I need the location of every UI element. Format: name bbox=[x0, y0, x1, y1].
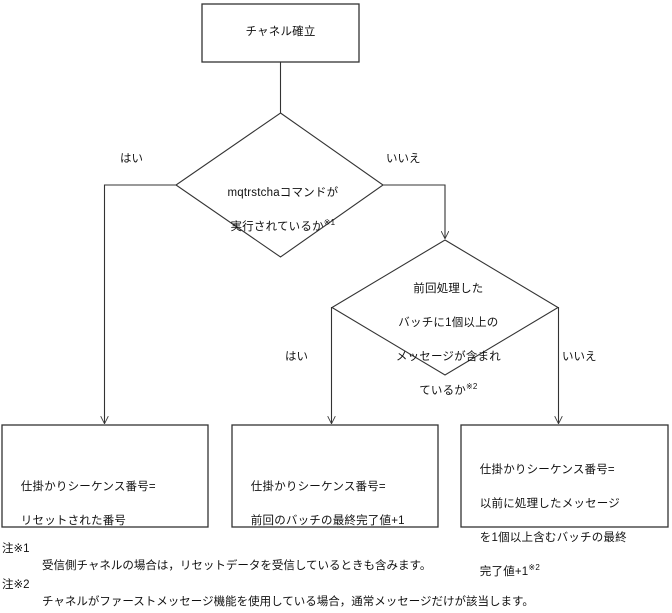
footnote-1-marker: 注※1 bbox=[2, 543, 30, 555]
decision-2-line-3: メッセージが含まれ bbox=[395, 351, 501, 363]
result-2-line-2: 前回のバッチの最終完了値+1 bbox=[250, 515, 405, 527]
decision-2-yes-label: はい bbox=[285, 351, 308, 363]
decision-2-label: 前回処理した バッチに1個以上の メッセージが含まれ ているか※2 bbox=[332, 264, 558, 400]
footnote-2-text: チャネルがファーストメッセージ機能を使用している場合，通常メッセージだけが該当し… bbox=[42, 596, 534, 608]
decision-2-line-2: バッチに1個以上の bbox=[398, 317, 499, 329]
footnote-2-marker: 注※2 bbox=[2, 579, 30, 591]
result-box-3-label: 仕掛かりシーケンス番号= 以前に処理したメッセージ を1個以上含むバッチの最終 … bbox=[473, 445, 665, 581]
edge-decision1-no bbox=[383, 184, 445, 238]
result-3-line-2: 以前に処理したメッセージ bbox=[479, 498, 620, 510]
decision-2-no-label: いいえ bbox=[562, 351, 597, 363]
result-3-line-4: 完了値+1 bbox=[479, 566, 529, 578]
result-1-line-2: リセットされた番号 bbox=[20, 515, 127, 527]
footnote-2: 注※2 チャネルがファーストメッセージ機能を使用している場合，通常メッセージだけ… bbox=[2, 577, 670, 613]
edge-decision2-no bbox=[558, 306, 559, 424]
start-box-label: チャネル確立 bbox=[245, 26, 316, 38]
decision-1-ref: ※1 bbox=[323, 218, 336, 228]
result-3-ref: ※2 bbox=[528, 563, 540, 573]
decision-1-line-2: 実行されているか bbox=[230, 221, 324, 233]
decision-2-line-4: ているか bbox=[419, 385, 467, 397]
result-3-line-1: 仕掛かりシーケンス番号= bbox=[479, 464, 615, 476]
footnote-1: 注※1 受信側チャネルの場合は，リセットデータを受信しているときも含みます。 bbox=[2, 541, 670, 577]
decision-1-diamond bbox=[175, 112, 384, 258]
result-2-line-1: 仕掛かりシーケンス番号= bbox=[250, 481, 386, 493]
decision-1-yes-label: はい bbox=[120, 153, 143, 165]
result-box-2 bbox=[231, 424, 439, 528]
result-3-line-3: を1個以上含むバッチの最終 bbox=[479, 532, 627, 544]
result-box-1 bbox=[1, 424, 209, 528]
decision-2-ref: ※2 bbox=[466, 382, 478, 392]
decision-1-no-label: いいえ bbox=[386, 153, 421, 165]
result-box-2-label: 仕掛かりシーケンス番号= 前回のバッチの最終完了値+1 bbox=[244, 462, 434, 530]
decision-1-line-1: mqtrstchaコマンドが bbox=[227, 187, 339, 199]
result-box-1-label: 仕掛かりシーケンス番号= リセットされた番号 bbox=[14, 462, 204, 530]
edge-decision2-yes bbox=[332, 306, 333, 424]
decision-1-label: mqtrstchaコマンドが 実行されているか※1 bbox=[176, 168, 383, 236]
result-1-line-1: 仕掛かりシーケンス番号= bbox=[20, 481, 156, 493]
decision-2-line-1: 前回処理した bbox=[413, 283, 484, 295]
decision-2-diamond bbox=[330, 239, 560, 376]
result-box-3 bbox=[460, 424, 669, 528]
footnote-1-text: 受信側チャネルの場合は，リセットデータを受信しているときも含みます。 bbox=[42, 560, 432, 572]
edge-decision1-yes bbox=[105, 184, 176, 423]
